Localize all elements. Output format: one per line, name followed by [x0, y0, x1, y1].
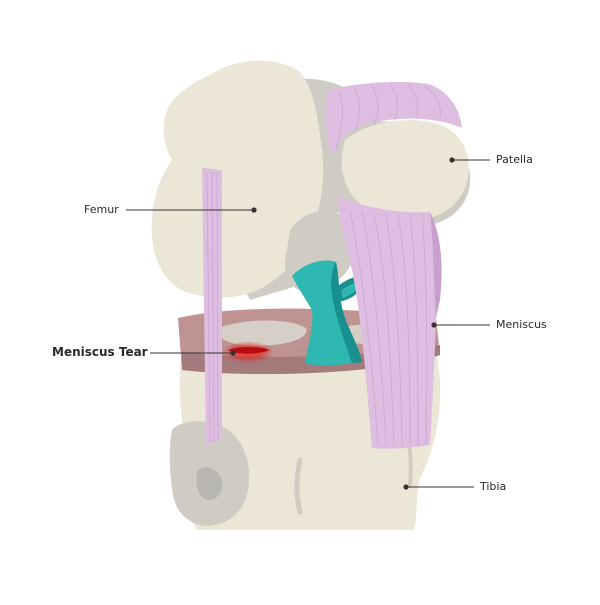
- label-meniscus-tear: Meniscus Tear: [52, 346, 148, 358]
- label-meniscus: Meniscus: [496, 319, 547, 330]
- leader-meniscus: [431, 322, 490, 327]
- label-tibia: Tibia: [480, 481, 506, 492]
- label-femur: Femur: [84, 204, 119, 215]
- label-patella: Patella: [496, 154, 533, 165]
